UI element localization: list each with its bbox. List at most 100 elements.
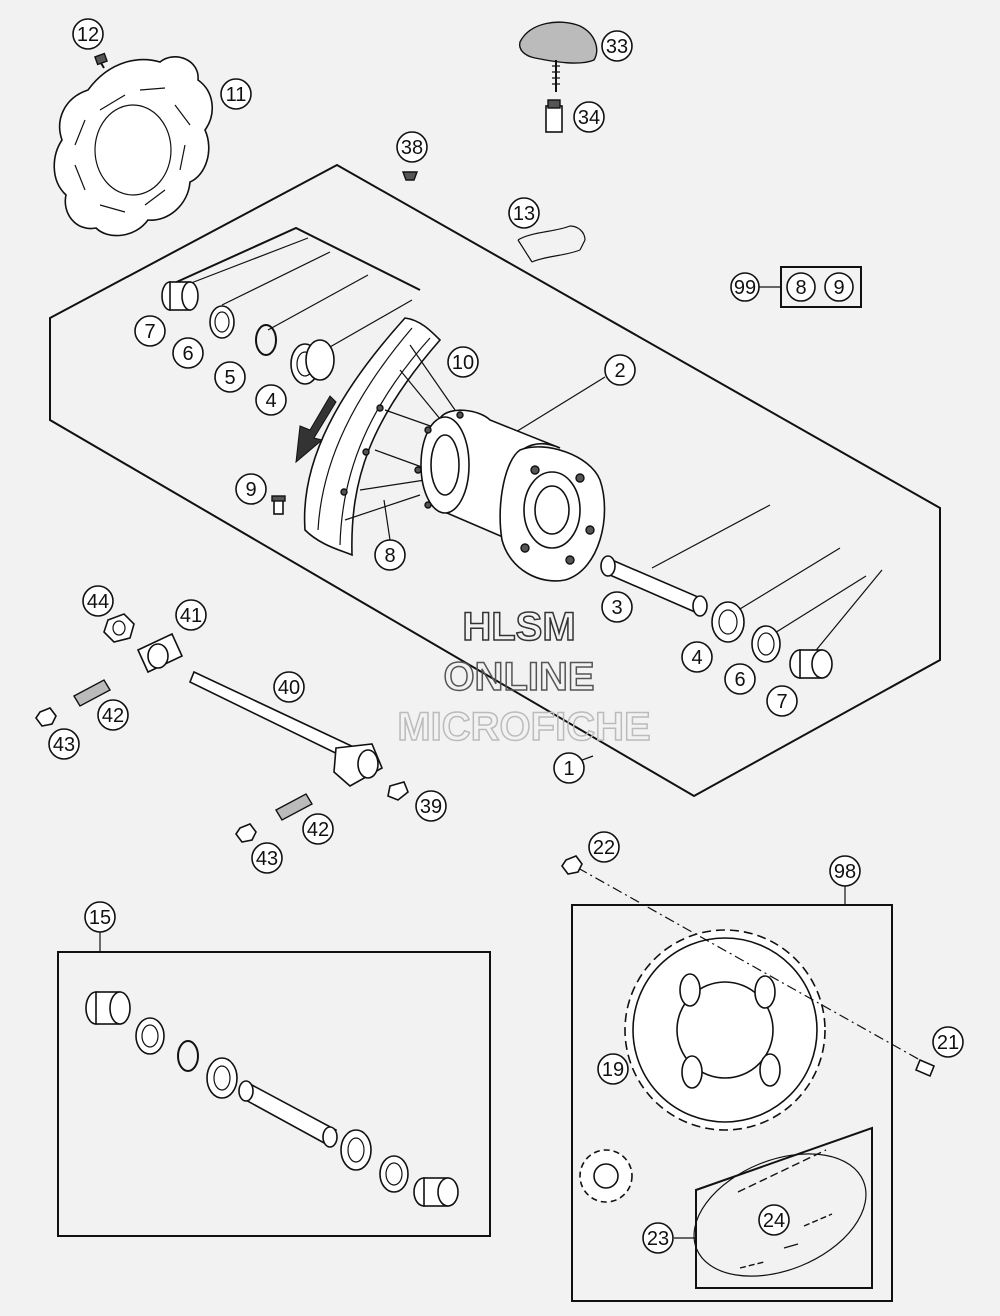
callout-labels: 12 11 33 34 38 13 99 8 9 7 6 5 4 10 2 9 … xyxy=(48,18,964,1254)
adjuster-nut-upper xyxy=(35,707,57,727)
spoke-nipple xyxy=(271,495,286,515)
callout-38-label: 38 xyxy=(401,137,423,159)
callout-1[interactable]: 1 xyxy=(553,752,585,784)
callout-4-left-label: 4 xyxy=(265,390,276,412)
callout-98-label: 98 xyxy=(834,861,856,883)
callout-42-upper-label: 42 xyxy=(102,705,124,727)
callout-33[interactable]: 33 xyxy=(601,30,633,62)
front-sprocket xyxy=(579,1149,633,1203)
sprocket-fastener-line xyxy=(561,855,936,1078)
callout-3-label: 3 xyxy=(611,597,622,619)
seal-right xyxy=(751,625,781,663)
disc-bolt xyxy=(94,52,108,69)
chain-kit-outline xyxy=(674,1126,873,1289)
callout-40-label: 40 xyxy=(278,677,300,699)
bearing-left xyxy=(290,339,335,385)
callout-42-lower-label: 42 xyxy=(307,819,329,841)
callout-39-label: 39 xyxy=(420,796,442,818)
callout-7-left-label: 7 xyxy=(144,321,155,343)
callout-39[interactable]: 39 xyxy=(415,790,447,822)
kit-99-item-a: 8 xyxy=(795,277,806,299)
callout-43-upper[interactable]: 43 xyxy=(48,728,80,760)
callout-4-right[interactable]: 4 xyxy=(681,641,713,673)
rear-sprocket xyxy=(624,929,826,1131)
callout-21-label: 21 xyxy=(937,1032,959,1054)
callout-4-left[interactable]: 4 xyxy=(255,384,287,416)
callout-22-label: 22 xyxy=(593,837,615,859)
callout-8-label: 8 xyxy=(384,545,395,567)
callout-9[interactable]: 9 xyxy=(235,473,267,505)
axle-plug xyxy=(387,781,409,801)
callout-43-upper-label: 43 xyxy=(53,734,75,756)
callout-22[interactable]: 22 xyxy=(588,831,620,863)
callout-1-label: 1 xyxy=(563,758,574,780)
axle-nut xyxy=(103,613,135,643)
callout-10[interactable]: 10 xyxy=(447,346,479,378)
axle xyxy=(188,670,384,787)
bearing-kit-parts xyxy=(85,991,459,1207)
wheel-assembly-outline xyxy=(49,163,941,798)
callout-21[interactable]: 21 xyxy=(932,1026,964,1058)
callout-2[interactable]: 2 xyxy=(604,354,636,386)
cap-plug xyxy=(401,171,419,181)
callout-8[interactable]: 8 xyxy=(374,539,406,571)
standoff xyxy=(545,99,563,133)
callout-44[interactable]: 44 xyxy=(82,585,114,617)
callout-2-label: 2 xyxy=(614,360,625,382)
callout-98[interactable]: 98 xyxy=(829,855,861,887)
callout-43-lower[interactable]: 43 xyxy=(251,842,283,874)
callout-7-right[interactable]: 7 xyxy=(766,685,798,717)
circlip-left xyxy=(255,324,277,356)
brake-disc xyxy=(53,56,213,237)
seal-left xyxy=(209,305,235,339)
callout-19[interactable]: 19 xyxy=(597,1053,629,1085)
callout-11[interactable]: 11 xyxy=(220,78,252,110)
hub xyxy=(414,409,606,582)
rotation-arrow xyxy=(295,395,337,464)
callout-5-label: 5 xyxy=(224,367,235,389)
callout-12[interactable]: 12 xyxy=(72,18,104,50)
callout-42-upper[interactable]: 42 xyxy=(97,699,129,731)
callout-42-lower[interactable]: 42 xyxy=(302,813,334,845)
callout-41[interactable]: 41 xyxy=(175,599,207,631)
callout-6-left-label: 6 xyxy=(182,343,193,365)
seat-pad xyxy=(518,21,598,92)
callout-43-lower-label: 43 xyxy=(256,848,278,870)
callout-6-left[interactable]: 6 xyxy=(172,337,204,369)
callout-5[interactable]: 5 xyxy=(214,361,246,393)
adjuster-bolt-lower xyxy=(275,793,313,821)
watermark-line-3: MICROFICHE xyxy=(397,705,650,749)
callout-3[interactable]: 3 xyxy=(601,591,633,623)
callout-6-right[interactable]: 6 xyxy=(724,663,756,695)
callout-6-right-label: 6 xyxy=(734,669,745,691)
watermark-line-2: ONLINE xyxy=(443,655,594,699)
callout-23[interactable]: 23 xyxy=(642,1222,674,1254)
callout-12-label: 12 xyxy=(77,24,99,46)
bearing-right xyxy=(711,601,745,643)
callout-44-label: 44 xyxy=(87,591,109,613)
callout-99-label: 99 xyxy=(734,277,756,299)
callout-24-label: 24 xyxy=(763,1210,785,1232)
callout-34[interactable]: 34 xyxy=(573,101,605,133)
callout-7-right-label: 7 xyxy=(776,691,787,713)
callout-13[interactable]: 13 xyxy=(508,197,540,229)
callout-15-label: 15 xyxy=(89,907,111,929)
callout-40[interactable]: 40 xyxy=(273,671,305,703)
chain xyxy=(693,1149,867,1277)
callout-34-label: 34 xyxy=(578,107,600,129)
bearing-group-outline xyxy=(169,226,421,356)
callout-7-left[interactable]: 7 xyxy=(134,315,166,347)
kit-99[interactable]: 99 8 9 xyxy=(730,266,862,308)
callout-15[interactable]: 15 xyxy=(84,901,116,933)
callout-33-label: 33 xyxy=(606,36,628,58)
callout-24[interactable]: 24 xyxy=(758,1204,790,1236)
callout-9-label: 9 xyxy=(245,479,256,501)
spacer-left xyxy=(161,281,199,311)
callout-19-label: 19 xyxy=(602,1059,624,1081)
adjuster-nut-lower xyxy=(235,823,257,843)
kit-99-item-b: 9 xyxy=(833,277,844,299)
adjuster-bolt-upper xyxy=(73,679,111,707)
callout-38[interactable]: 38 xyxy=(396,131,428,163)
callout-10-label: 10 xyxy=(452,352,474,374)
